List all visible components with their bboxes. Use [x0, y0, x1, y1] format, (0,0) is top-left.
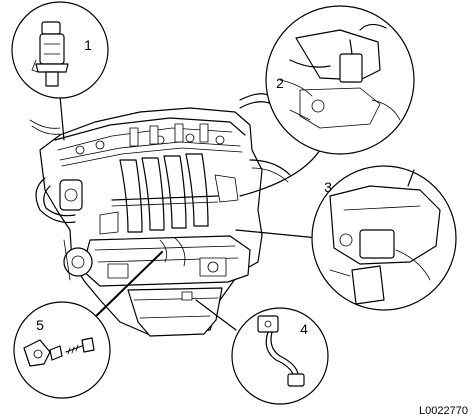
oil-pan	[127, 287, 223, 337]
harness-part-4	[257, 315, 305, 387]
valve-assembly-2	[279, 23, 401, 129]
leader-line-5	[89, 251, 163, 323]
leader-line-3	[235, 229, 319, 239]
callout-5-circle	[13, 301, 111, 399]
callout-1-label: 1	[84, 37, 92, 53]
callout-5-label: 5	[36, 317, 44, 333]
intake-manifold	[111, 153, 219, 233]
engine-block	[29, 93, 291, 337]
leader-line-1	[59, 95, 65, 141]
callout-5: 5	[13, 251, 163, 399]
callout-1: 1	[11, 1, 109, 141]
callout-4-label: 4	[300, 321, 308, 337]
sensor-part-1	[31, 21, 69, 87]
callout-2: 2	[239, 5, 415, 197]
lower-block	[81, 235, 251, 287]
callout-3: 3	[235, 165, 457, 311]
sensor-mount-3	[329, 169, 441, 305]
knock-sensor-5	[23, 337, 95, 367]
callout-3-label: 3	[324, 179, 332, 195]
leader-line-4	[195, 299, 237, 331]
leader-line-2	[239, 149, 321, 197]
callout-4: 4	[195, 299, 329, 405]
reference-code: L0022770	[419, 405, 468, 417]
top-bolts	[75, 123, 225, 155]
callout-2-label: 2	[276, 75, 284, 91]
